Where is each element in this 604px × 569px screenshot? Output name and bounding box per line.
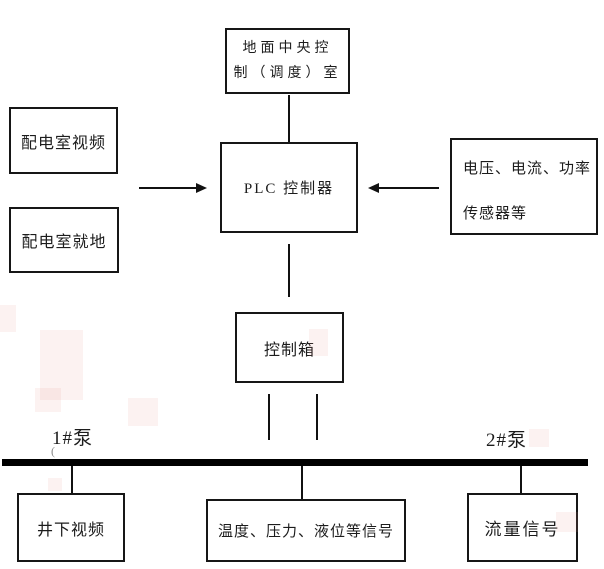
pump2-label: 2#泵	[486, 430, 528, 451]
underground-video-label: 井下视频	[36, 521, 105, 539]
process-signals-node: 温度、压力、液位等信号	[206, 499, 406, 562]
arrow-dist-to-plc-line	[139, 187, 198, 189]
whiteout-artifact	[128, 398, 158, 426]
connector-plc-to-cabinet	[288, 244, 290, 297]
plc-label: PLC 控制器	[243, 181, 335, 197]
flow-signal-node: 流量信号	[467, 493, 578, 562]
underground-video-node: 井下视频	[17, 493, 125, 562]
process-signals-label: 温度、压力、液位等信号	[217, 524, 394, 540]
dist-local-node: 配电室就地	[9, 207, 119, 273]
connector-cabinet-to-bus-left	[268, 394, 270, 440]
stray-mark: (	[51, 444, 55, 458]
control-cabinet-node: 控制箱	[235, 312, 344, 383]
sensors-label: 电压、电流、功率 传感器等	[463, 161, 592, 222]
connector-room-to-plc	[288, 95, 290, 142]
pump-bus-line	[2, 459, 588, 466]
plc-node: PLC 控制器	[220, 142, 358, 233]
whiteout-artifact	[529, 429, 549, 447]
arrowhead-right-icon	[196, 183, 207, 193]
connector-bus-to-underground-video	[71, 466, 73, 494]
whiteout-artifact	[48, 478, 62, 491]
pump1-label: 1#泵	[52, 428, 94, 449]
connector-bus-to-process-signals	[301, 466, 303, 499]
dist-local-label: 配电室就地	[21, 234, 107, 251]
whiteout-artifact	[0, 305, 16, 332]
connector-bus-to-flow-signal	[520, 466, 522, 495]
dist-video-label: 配电室视频	[20, 134, 106, 152]
connector-cabinet-to-bus-right	[316, 394, 318, 440]
whiteout-artifact	[40, 330, 83, 400]
control-room-node: 地面中央控 制（调度）室	[225, 28, 350, 94]
arrow-sensors-to-plc-line	[379, 187, 439, 189]
flow-signal-label: 流量信号	[484, 520, 561, 539]
dist-video-node: 配电室视频	[9, 107, 118, 174]
control-cabinet-label: 控制箱	[263, 341, 315, 359]
sensors-node: 电压、电流、功率 传感器等	[450, 138, 598, 235]
whiteout-artifact	[35, 388, 61, 412]
arrowhead-left-icon	[368, 183, 379, 193]
control-room-label: 地面中央控 制（调度）室	[233, 41, 342, 81]
